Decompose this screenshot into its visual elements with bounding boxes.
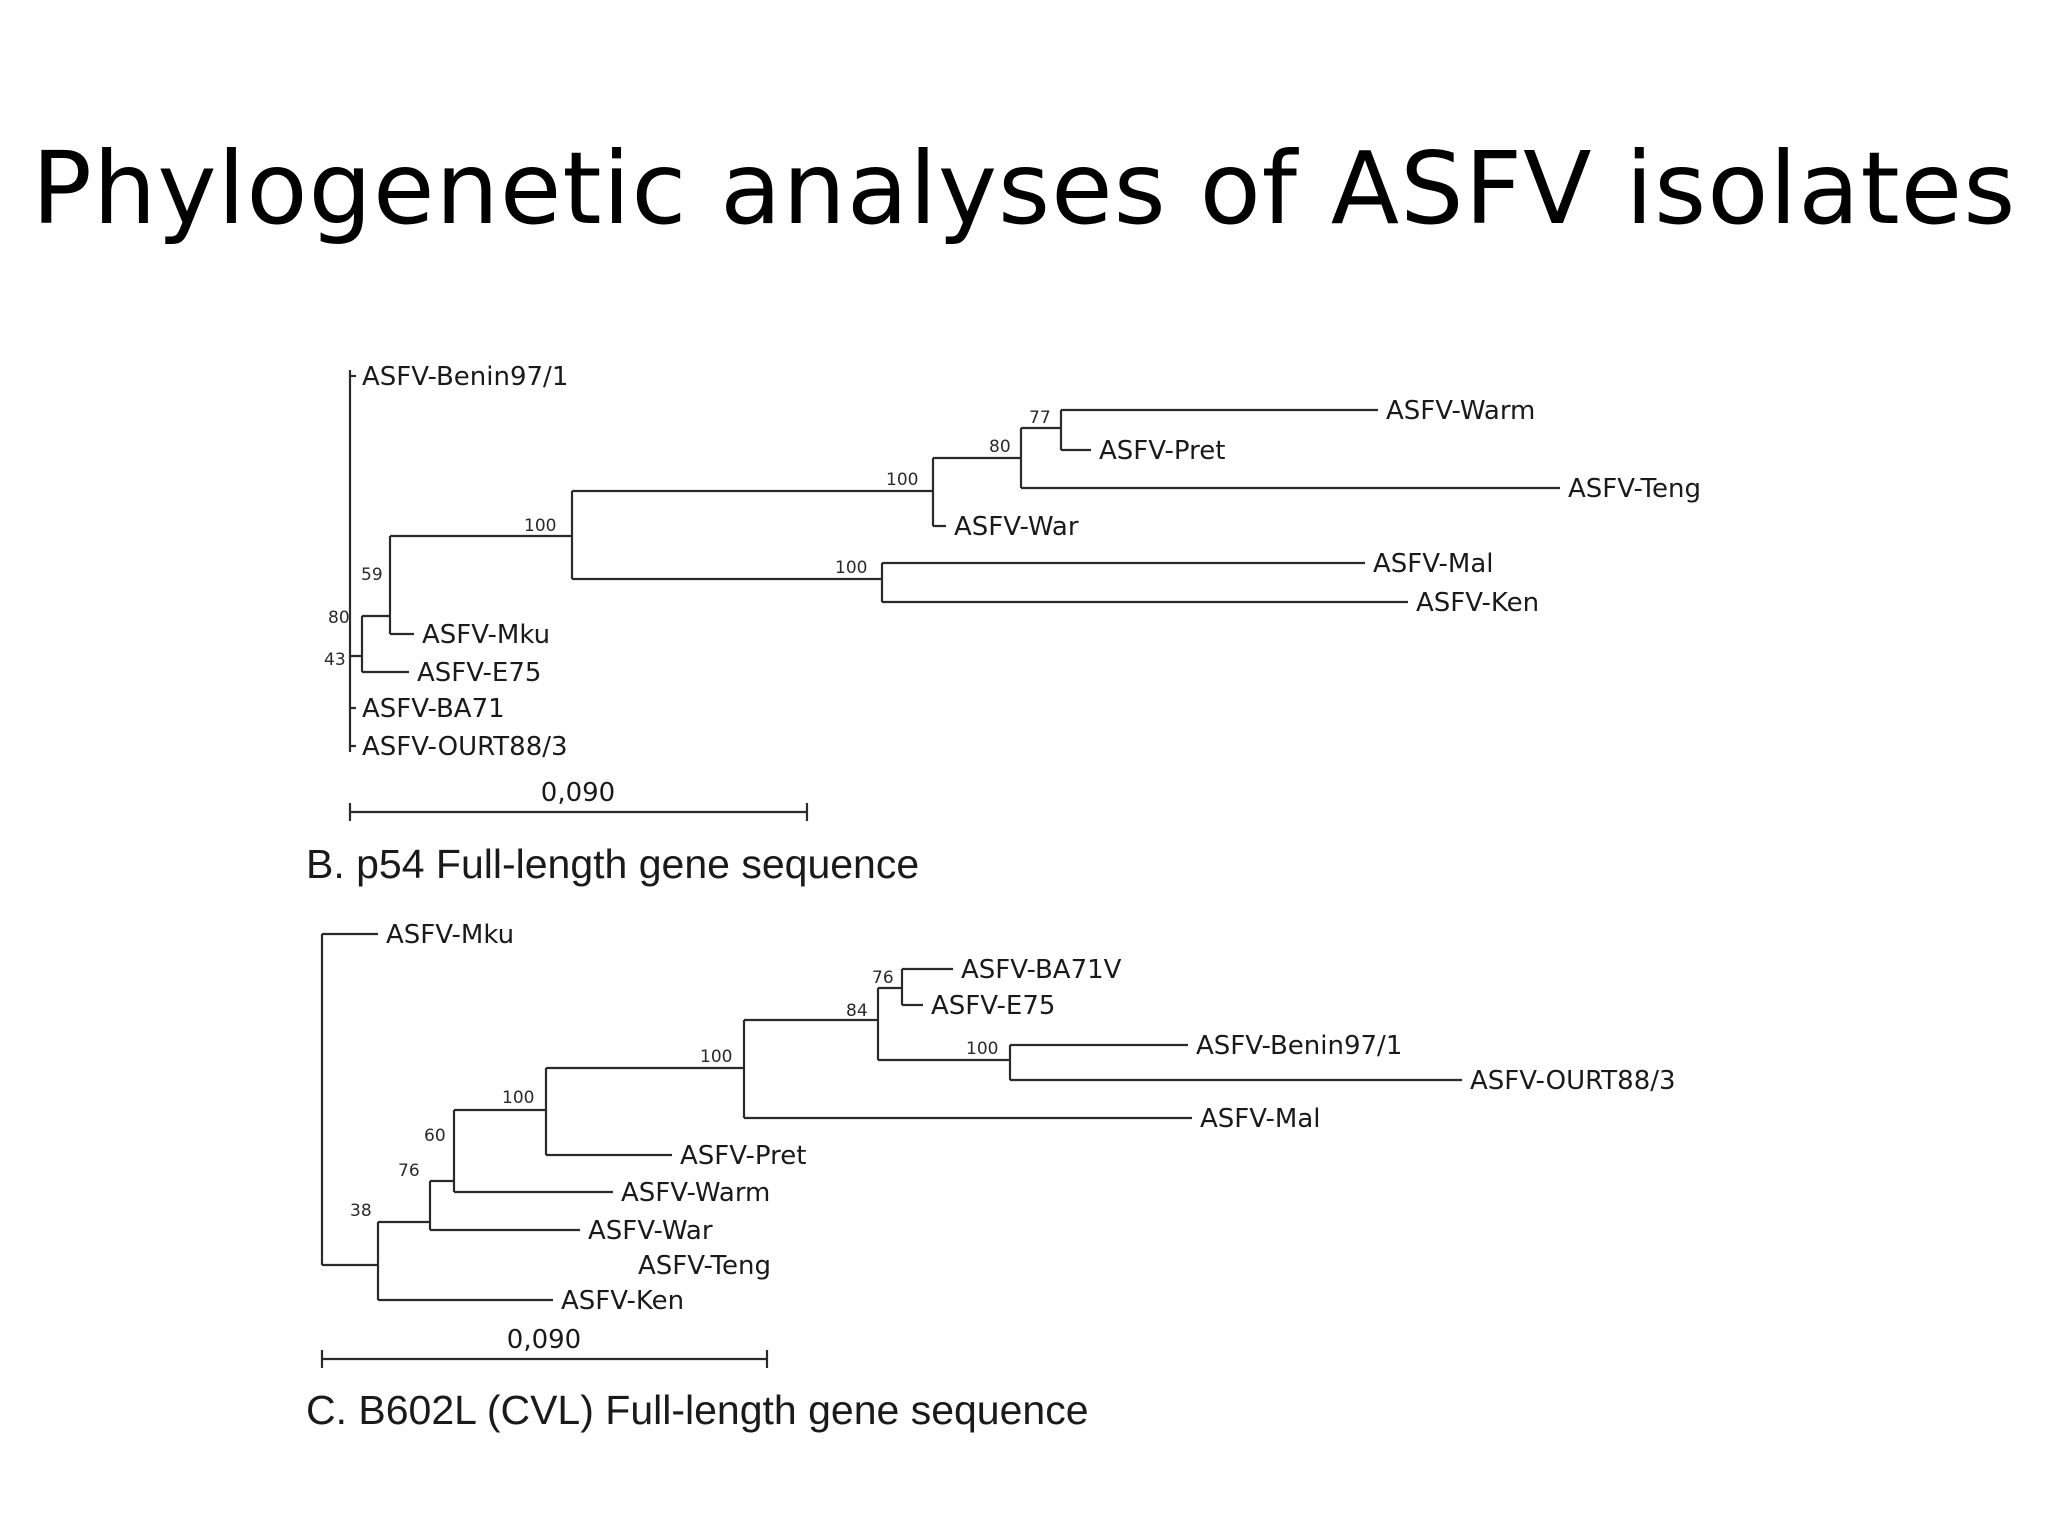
- tree-c-leaf: ASFV-OURT88/3: [1470, 1066, 1676, 1096]
- tree-c-node-38: [376, 1220, 553, 1302]
- tree-c-support: 100: [700, 1047, 732, 1067]
- tree-c-support: 60: [424, 1126, 446, 1146]
- tree-c-leaf: ASFV-Ken: [561, 1286, 684, 1316]
- tree-c-node-60: [452, 1110, 613, 1194]
- tree-b-node-43: [350, 616, 409, 674]
- tree-b-support: 43: [324, 650, 346, 670]
- tree-b-branches: [348, 370, 1560, 821]
- tree-b-leaf-labels: ASFV-Benin97/1 ASFV-Warm ASFV-Pret ASFV-…: [362, 362, 1701, 762]
- tree-c-b602l: ASFV-Mku ASFV-BA71V ASFV-E75 ASFV-Benin9…: [306, 920, 1676, 1433]
- tree-c-leaf: ASFV-War: [588, 1216, 713, 1246]
- tree-c-node-100-mal: [742, 1020, 1192, 1120]
- tree-b-node-80-upper: [1019, 428, 1560, 490]
- tree-b-scale-bar: [348, 803, 809, 821]
- tree-c-leaf-labels: ASFV-Mku ASFV-BA71V ASFV-E75 ASFV-Benin9…: [386, 920, 1676, 1316]
- tree-c-leaf: ASFV-E75: [931, 991, 1055, 1021]
- tree-b-node-100-upper: [931, 458, 946, 528]
- tree-c-branches: [320, 932, 1462, 1368]
- tree-b-node-100-lower: [880, 561, 1408, 604]
- tree-c-support: 100: [966, 1039, 998, 1059]
- tree-b-leaf: ASFV-BA71: [362, 694, 505, 724]
- tree-c-support: 76: [398, 1161, 420, 1181]
- tree-c-node-76: [428, 1181, 580, 1232]
- tree-c-node-84: [876, 988, 1010, 1062]
- tree-c-support-values: 76 84 100 100 100 60 76 38: [350, 968, 998, 1221]
- tree-c-caption: C. B602L (CVL) Full-length gene sequence: [306, 1387, 1089, 1433]
- tree-b-leaf: ASFV-Pret: [1099, 436, 1225, 466]
- tree-b-caption: B. p54 Full-length gene sequence: [306, 841, 919, 887]
- tree-c-support: 84: [846, 1001, 868, 1021]
- tree-b-support: 100: [835, 558, 867, 578]
- tree-b-leaf: ASFV-War: [954, 512, 1079, 542]
- tree-b-leaf: ASFV-E75: [417, 658, 541, 688]
- tree-c-support: 100: [502, 1088, 534, 1108]
- tree-b-support-values: 77 80 100 100 100 59 80 43: [324, 408, 1051, 670]
- tree-b-leaf: ASFV-Mku: [422, 620, 550, 650]
- tree-b-scale-label: 0,090: [541, 778, 615, 808]
- tree-b-leaf: ASFV-Teng: [1568, 474, 1701, 504]
- tree-c-leaf: ASFV-Benin97/1: [1196, 1031, 1402, 1061]
- tree-c-node-100-pret: [544, 1068, 672, 1157]
- tree-b-support: 59: [361, 565, 383, 585]
- tree-c-support: 76: [872, 968, 894, 988]
- tree-b-support: 100: [886, 470, 918, 490]
- tree-c-scale-label: 0,090: [507, 1325, 581, 1355]
- tree-c-leaf: ASFV-Warm: [621, 1178, 770, 1208]
- tree-b-leaf: ASFV-Mal: [1373, 549, 1493, 579]
- tree-b-support: 77: [1029, 408, 1051, 428]
- tree-b-support: 80: [989, 437, 1011, 457]
- tree-b-node-80: [362, 536, 414, 636]
- tree-c-leaf: ASFV-BA71V: [961, 955, 1122, 985]
- tree-b-leaf: ASFV-Benin97/1: [362, 362, 568, 392]
- tree-c-leaf: ASFV-Mal: [1200, 1104, 1320, 1134]
- tree-c-node-76-top: [900, 967, 953, 1007]
- tree-c-support: 38: [350, 1201, 372, 1221]
- tree-b-support: 80: [328, 608, 350, 628]
- tree-c-root: [320, 932, 378, 1267]
- tree-b-leaf: ASFV-Warm: [1386, 396, 1535, 426]
- tree-c-leaf: ASFV-Pret: [680, 1141, 806, 1171]
- tree-c-node-100-benin: [1008, 1043, 1462, 1082]
- tree-b-node-77: [1059, 408, 1378, 452]
- tree-b-leaf: ASFV-OURT88/3: [362, 732, 568, 762]
- tree-b-p54: ASFV-Benin97/1 ASFV-Warm ASFV-Pret ASFV-…: [306, 362, 1701, 887]
- tree-c-leaf: ASFV-Teng: [638, 1251, 771, 1281]
- tree-c-leaf: ASFV-Mku: [386, 920, 514, 950]
- slide-title: Phylogenetic analyses of ASFV isolates: [31, 130, 2017, 247]
- tree-b-leaf: ASFV-Ken: [1416, 588, 1539, 618]
- tree-c-scale-bar: [320, 1350, 769, 1368]
- tree-b-support: 100: [524, 516, 556, 536]
